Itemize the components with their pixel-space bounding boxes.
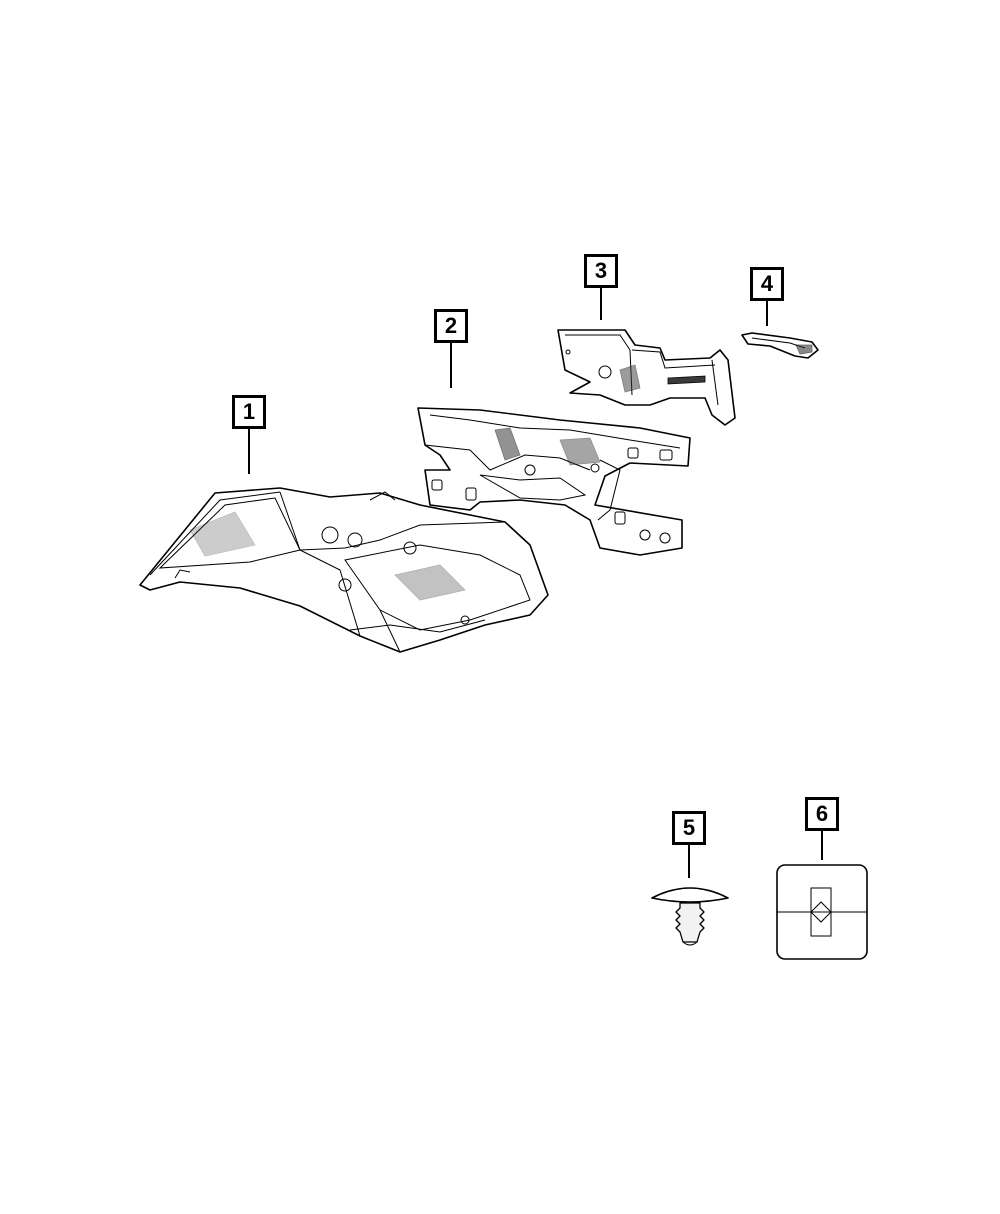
dash-panel-silencer-icon bbox=[417, 407, 691, 556]
callout-5: 5 bbox=[672, 811, 706, 845]
callout-3: 3 bbox=[584, 254, 618, 288]
callout-2: 2 bbox=[434, 309, 468, 343]
heat-shield-insulator-icon bbox=[557, 329, 736, 426]
square-clip-nut-icon bbox=[776, 864, 868, 960]
small-insulator-strip-icon bbox=[741, 332, 819, 359]
push-pin-retainer-icon bbox=[651, 887, 729, 946]
underbody-shield-panel-icon bbox=[139, 487, 549, 653]
callout-4: 4 bbox=[750, 267, 784, 301]
callout-6: 6 bbox=[805, 797, 839, 831]
callout-1: 1 bbox=[232, 395, 266, 429]
